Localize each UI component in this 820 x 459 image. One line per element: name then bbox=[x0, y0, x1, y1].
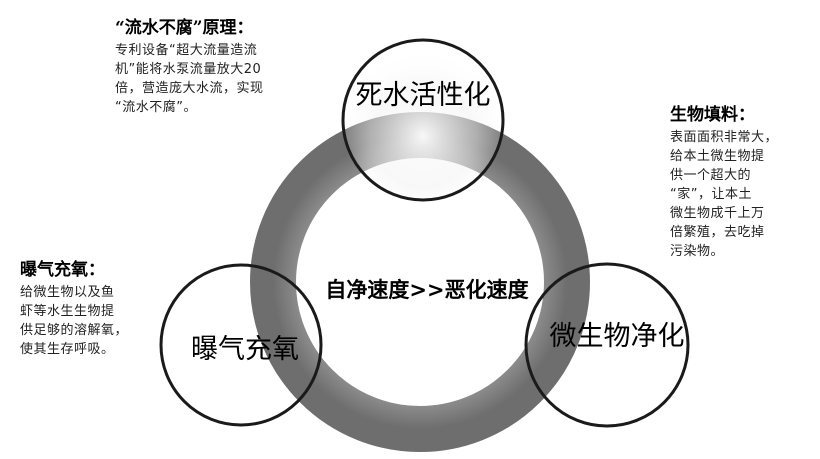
note-flowing-water-title: “流水不腐”原理： bbox=[115, 18, 254, 38]
center-title: 自净速度>>恶化速度 bbox=[325, 278, 528, 302]
note-flowing-water-body: 专利设备“超大流量造流 机”能将水泵流量放大20 倍，营造庞大水流，实现 “流水… bbox=[115, 43, 264, 115]
note-flowing-water: “流水不腐”原理： 专利设备“超大流量造流 机”能将水泵流量放大20 倍，营造庞… bbox=[115, 13, 330, 117]
note-bio-filler: 生物填料： 表面面积非常大， 给本土微生物提 供一个超大的 “家”，让本土 微生… bbox=[670, 100, 820, 261]
node-top: 死水活性化 bbox=[341, 38, 505, 202]
node-top-label: 死水活性化 bbox=[356, 80, 491, 111]
node-bottom-left-label: 曝气充氧 bbox=[191, 334, 299, 365]
note-aeration-body: 给微生物以及鱼 虾等水生生物提 供足够的溶解氧， 使其生存呼吸。 bbox=[20, 285, 129, 357]
note-bio-filler-title: 生物填料： bbox=[670, 105, 755, 125]
note-aeration: 曝气充氧： 给微生物以及鱼 虾等水生生物提 供足够的溶解氧， 使其生存呼吸。 bbox=[20, 255, 170, 359]
note-aeration-title: 曝气充氧： bbox=[20, 260, 105, 280]
note-bio-filler-body: 表面面积非常大， 给本土微生物提 供一个超大的 “家”，让本土 微生物成千上万 … bbox=[670, 130, 779, 259]
node-bottom-right-label: 微生物净化 bbox=[550, 321, 685, 352]
node-bottom-left: 曝气充氧 bbox=[159, 263, 323, 427]
node-bottom-right: 微生物净化 bbox=[524, 262, 690, 428]
